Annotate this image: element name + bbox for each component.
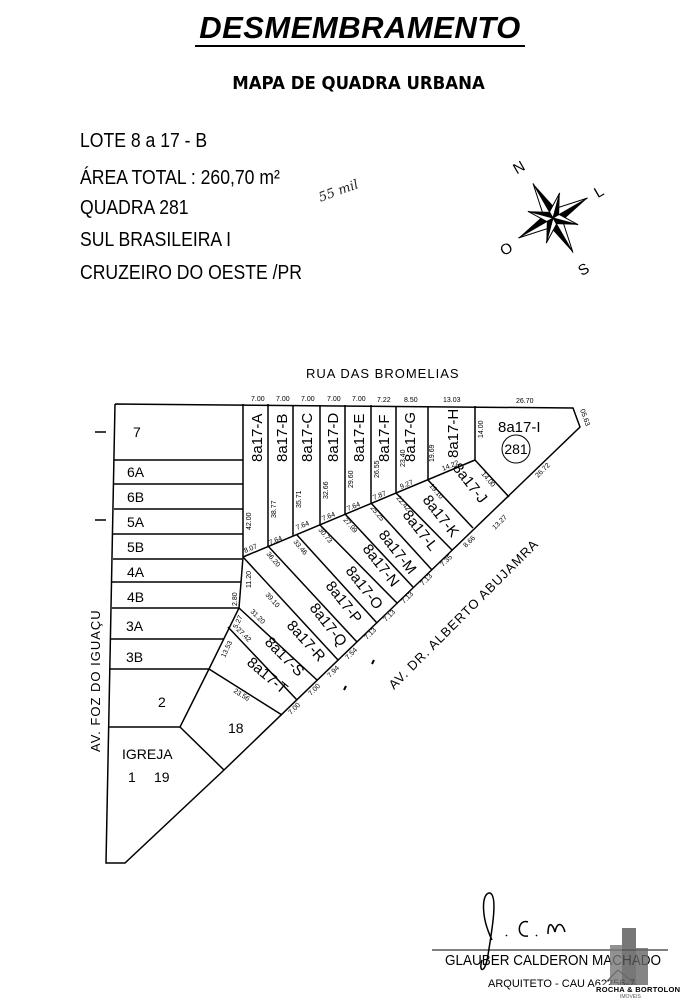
- neighbor-lot: 1: [128, 769, 136, 785]
- dim-label: 7.00: [251, 396, 265, 403]
- info-area: ÁREA TOTAL : 260,70 m²: [80, 167, 280, 189]
- dim-label: 32.66: [323, 481, 330, 499]
- lot-label: 8a17-B: [274, 414, 291, 462]
- dim-label: 13.27: [491, 514, 508, 531]
- dim-label: 7.13: [363, 627, 378, 642]
- compass-l: L: [591, 183, 607, 202]
- dim-label: 36.20: [264, 551, 281, 569]
- neighbor-lot: 19: [154, 769, 170, 785]
- dim-label: 42.00: [246, 512, 253, 530]
- dim-label: 7.13: [400, 591, 415, 606]
- company-logo-name: ROCHA & BORTOLON: [596, 985, 681, 994]
- dim-label: 7.00: [276, 396, 290, 403]
- neighbor-lot: 3A: [126, 618, 144, 634]
- dim-label: 8.50: [404, 397, 418, 404]
- dim-label: 38.77: [271, 500, 278, 518]
- neighbor-lot: 4B: [127, 589, 144, 605]
- quadra-number: 281: [504, 441, 528, 457]
- dim-label: 7.00: [301, 396, 315, 403]
- tick-marks: [343, 659, 375, 691]
- dim-label: 7.00: [307, 683, 322, 698]
- signature-icon: [480, 892, 566, 971]
- dim-label: 7.64: [346, 501, 361, 513]
- dim-label: 7.94: [326, 665, 341, 680]
- compass-n: N: [510, 158, 528, 178]
- lot-label: 8a17-I: [498, 419, 541, 436]
- side-dimensions: 42.00 38.77 35.71 32.66 29.60 26.55 23.4…: [246, 420, 485, 530]
- neighbor-lot: 5A: [127, 514, 145, 530]
- compass-rose-icon: [518, 183, 588, 253]
- company-logo-icon: [600, 928, 648, 989]
- dim-label: 7.35: [439, 554, 454, 569]
- document-subtitle: MAPA DE QUADRA URBANA: [232, 73, 485, 94]
- compass-o: O: [497, 239, 516, 260]
- dim-label: 25.25: [368, 505, 385, 523]
- dim-label: 7.22: [377, 397, 391, 404]
- dim-label: 19.69: [429, 444, 436, 462]
- neighbor-lot: 6A: [127, 464, 145, 480]
- info-quadra: QUADRA 281: [80, 197, 189, 219]
- lot-label: 8a17-C: [299, 413, 316, 462]
- neighbor-lot: 5B: [127, 539, 144, 555]
- info-cidade: CRUZEIRO DO OESTE /PR: [80, 262, 302, 284]
- dim-label: 8.07: [243, 543, 258, 555]
- dim-label: 13.03: [443, 397, 461, 404]
- dim-label: 7.64: [321, 511, 336, 523]
- dim-label: 22.42: [394, 495, 411, 513]
- dim-label: 7.87: [372, 490, 387, 502]
- dim-label: 11.20: [246, 571, 253, 588]
- company-logo-sub: IMOVEIS: [620, 994, 641, 1000]
- dim-label: 7.00: [352, 396, 366, 403]
- info-lote: LOTE 8 a 17 - B: [80, 130, 208, 152]
- lot-label: 8a17-E: [351, 414, 368, 462]
- dim-label: 7.54: [344, 647, 359, 662]
- lot-label: 8a17-A: [249, 414, 266, 462]
- dim-label: 30.73: [316, 527, 333, 545]
- dim-label: 7.64: [268, 535, 283, 547]
- quadra-circle: [501, 434, 531, 464]
- dim-label: 26.55: [374, 460, 381, 478]
- dim-label: 2.80: [232, 592, 239, 606]
- neighbor-lot: 7: [133, 424, 141, 440]
- neighbor-lot-labels: 7 6A 6B 5A 5B 4A 4B 3A 3B 2 18 IGREJA 1 …: [122, 424, 244, 785]
- dim-label: 35.71: [296, 490, 303, 508]
- neighbor-lot: 6B: [127, 489, 144, 505]
- neighbor-lot: 2: [158, 694, 166, 710]
- dim-label: 33.46: [291, 539, 308, 557]
- lot-labels: 8a17-A 8a17-B 8a17-C 8a17-D 8a17-E 8a17-…: [243, 409, 540, 698]
- dim-label: 23.40: [400, 449, 407, 467]
- street-rua-das-bromelias: RUA DAS BROMELIAS: [306, 366, 460, 381]
- architect-name: GLAUBER CALDERON MACHADO: [445, 952, 662, 969]
- dim-label: 14.00: [478, 420, 485, 438]
- dim-label: 27.99: [341, 517, 358, 535]
- lot-label: 8a17-G: [402, 412, 419, 462]
- dim-label: 7.13: [382, 609, 397, 624]
- dim-label: 29.60: [348, 470, 355, 488]
- dim-label: 8.66: [462, 535, 477, 550]
- neighbor-lot: 4A: [127, 564, 145, 580]
- dim-label: 26.72: [534, 462, 551, 479]
- lot-label: 8a17-H: [445, 409, 462, 458]
- neighbor-lot: 3B: [126, 649, 143, 665]
- lot-lines: [95, 403, 581, 864]
- neighbor-lot: IGREJA: [122, 746, 173, 762]
- dim-label: 7.00: [327, 396, 341, 403]
- dim-label: 7.13: [419, 573, 434, 588]
- compass-s: S: [575, 260, 592, 280]
- dim-label: 31.20: [249, 608, 266, 625]
- dim-label: 26.70: [516, 398, 534, 405]
- document-title: DESMEMBRAMENTO: [0, 10, 697, 47]
- dim-label: 9.27: [399, 479, 414, 491]
- dim-label: 05.63: [578, 408, 591, 427]
- lot-label: 8a17-F: [376, 414, 393, 462]
- dim-label: 7.00: [287, 702, 302, 717]
- neighbor-lot: 18: [228, 720, 244, 736]
- dim-label: 7.64: [295, 520, 310, 532]
- info-bairro: SUL BRASILEIRA I: [80, 229, 231, 251]
- lot-label: 8a17-D: [325, 413, 342, 462]
- street-av-foz-do-iguacu: AV. FOZ DO IGUAÇU: [88, 609, 103, 752]
